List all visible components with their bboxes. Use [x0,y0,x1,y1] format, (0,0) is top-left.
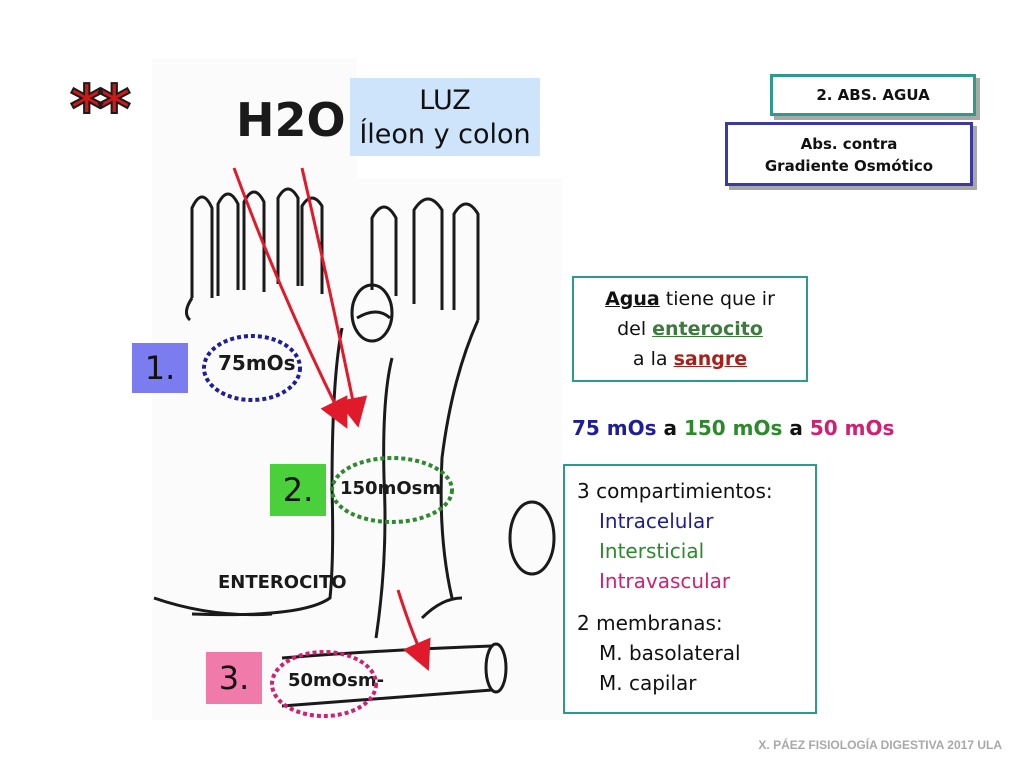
circle-75mos [202,334,302,402]
agua-line1: Agua tiene que ir [574,284,806,314]
step-badge-2: 2. [270,464,326,516]
tag-abs-agua: 2. ABS. AGUA [770,74,976,116]
enterocyte-drawing: H2O 75mOs 150mOsm 50mOsm- ENTEROCITO [152,58,562,720]
label-50mosm: 50mOsm- [288,670,384,691]
compartment-intravascular: Intravascular [599,569,731,593]
paper-right [357,178,562,720]
asterisks-mark: ** [69,73,132,147]
step-badge-1: 1. [132,343,188,393]
tag-gradiente-line2: Gradiente Osmótico [764,157,934,175]
mos-50: 50 mOs [809,416,895,440]
sangre-word: sangre [673,348,748,370]
mos-75: 75 mOs [572,416,657,440]
mos-150: 150 mOs [683,416,783,440]
membrane-basolateral: M. basolateral [599,641,741,665]
membrane-capilar: M. capilar [599,671,697,695]
cell-outline [153,283,556,639]
circle-50mosm [270,650,378,718]
label-75mos: 75mOs [218,351,296,375]
agua-word: Agua [605,288,660,310]
osmolarity-sequence: 75 mOs a 150 mOs a 50 mOs [572,416,894,440]
luz-title: LUZ [419,85,471,116]
compartment-intersticial: Intersticial [599,539,705,563]
mos-sep1: a [656,416,684,440]
agua-text2: del [617,318,653,340]
agua-text1: tiene que ir [659,288,775,310]
water-flow-arrows [232,167,431,671]
mos-sep2: a [782,416,810,440]
agua-explanation-box: Agua tiene que ir del enterocito a la sa… [572,276,808,382]
agua-text3: a la [632,348,674,370]
label-150mosm: 150mOsm [340,478,441,499]
spacer [577,596,815,608]
enterocito-word: enterocito [652,318,763,340]
compartment-intracelular: Intracelular [599,509,714,533]
compartments-box: 3 compartimientos: Intracelular Intersti… [563,464,817,714]
tag-gradiente-line1: Abs. contra [800,135,898,153]
luz-subtitle: Íleon y colon [359,119,531,150]
microvilli [185,187,480,322]
footer-credit: X. PÁEZ FISIOLOGÍA DIGESTIVA 2017 ULA [758,738,1002,752]
tag-gradiente-osmotico: Abs. contra Gradiente Osmótico [725,122,973,186]
circle-150mosm [330,456,454,524]
h2o-label: H2O [236,93,346,147]
luz-label-box: LUZ Íleon y colon [350,78,540,156]
enterocito-label: ENTEROCITO [218,572,347,593]
step-badge-3: 3. [206,652,262,704]
capillary-tube [281,642,508,708]
agua-line3: a la sangre [574,344,806,374]
compartments-title: 3 compartimientos: [577,479,773,503]
membranes-title: 2 membranas: [577,611,723,635]
agua-line2: del enterocito [574,314,806,344]
